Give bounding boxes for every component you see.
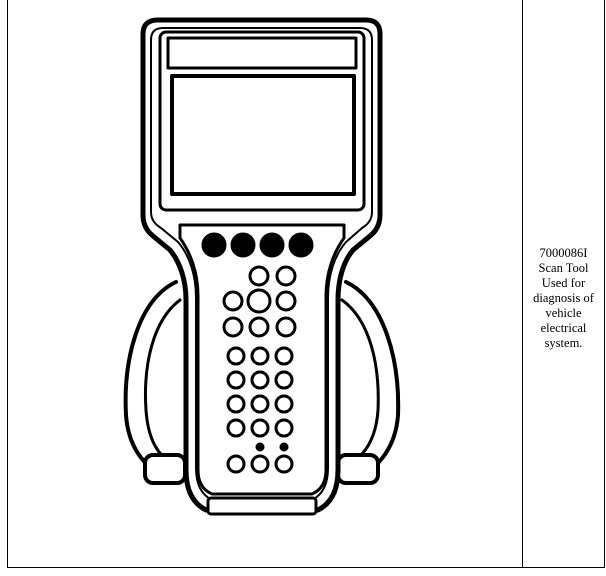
- indicator-dot-1: [255, 442, 265, 452]
- nav-key-up-right: [275, 265, 297, 287]
- caption-line-7: system.: [544, 336, 583, 350]
- nav-key-right: [275, 290, 297, 312]
- caption-line-5: vehicle: [545, 306, 582, 320]
- table-column-divider: [522, 0, 523, 568]
- nav-key-down-left: [222, 316, 244, 338]
- left-grip-cap: [143, 453, 187, 485]
- indicator-dot-2: [279, 442, 289, 452]
- function-key-1: [201, 232, 227, 258]
- screen-display: [170, 74, 356, 196]
- caption-line-6: electrical: [540, 321, 587, 335]
- table-border-right: [604, 0, 605, 568]
- table-border-bottom: [7, 567, 605, 568]
- nav-key-down: [248, 316, 270, 338]
- scan-tool-icon: [123, 17, 401, 516]
- numeric-keypad: [226, 346, 294, 474]
- caption-line-4: diagnosis of: [533, 291, 594, 305]
- figure-caption: 7000086I Scan Tool Used for diagnosis of…: [525, 246, 603, 351]
- table-border-left: [7, 0, 8, 568]
- nav-key-center: [246, 288, 272, 314]
- caption-line-title: Scan Tool: [538, 261, 589, 275]
- nav-key-down-right: [275, 316, 297, 338]
- function-key-4: [288, 232, 314, 258]
- right-grip-inner: [340, 298, 380, 467]
- caption-cell: 7000086I Scan Tool Used for diagnosis of…: [523, 0, 604, 567]
- caption-line-part-number: 7000086I: [539, 246, 588, 260]
- nav-key-left: [222, 290, 244, 312]
- bottom-connector: [206, 496, 318, 516]
- keypad-panel: [178, 223, 346, 496]
- left-grip-inner: [144, 298, 182, 467]
- figure-cell: [8, 0, 522, 567]
- caption-line-3: Used for: [541, 276, 586, 290]
- nav-key-up: [248, 265, 270, 287]
- screen-top-band: [166, 36, 358, 70]
- right-grip-cap: [336, 453, 380, 485]
- function-key-3: [259, 232, 285, 258]
- function-key-2: [230, 232, 256, 258]
